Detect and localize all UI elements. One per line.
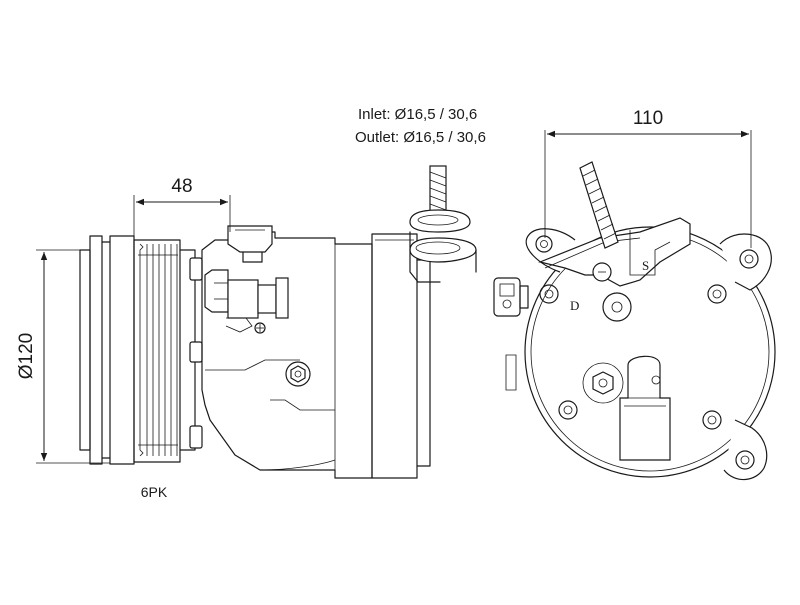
suction-port-letter: S: [642, 258, 649, 273]
rear-view: D S: [493, 108, 776, 481]
mount-ear-top-right: [719, 233, 772, 291]
face-bolt-holes: [539, 284, 727, 430]
dim-110-label: 110: [633, 108, 663, 129]
side-view: 48 Ø120 6PK: [16, 165, 477, 500]
hex-fitting: [285, 361, 311, 387]
compressor-housing: [201, 231, 373, 479]
electrical-connector: [204, 269, 289, 334]
port-bracket: [538, 217, 691, 287]
rear-cover: [371, 233, 431, 479]
port-spec: Inlet: Ø16,5 / 30,6 Outlet: Ø16,5 / 30,6: [355, 106, 486, 146]
port-circle: [602, 292, 632, 322]
housing-details: [205, 244, 336, 471]
discharge-port-letter: D: [570, 298, 579, 313]
belt-type-label: 6PK: [141, 484, 168, 500]
clutch-plate: [79, 235, 111, 465]
center-hex-nut: [582, 362, 624, 404]
dim-pulley-width: 48: [133, 176, 231, 236]
dim-120-label: Ø120: [16, 333, 37, 379]
front-bolts: [189, 257, 203, 449]
dim-pulley-diameter: Ø120: [16, 249, 110, 464]
mount-ear-bottom-right: [723, 419, 768, 481]
rear-housing-circle: [524, 226, 776, 478]
inlet-spec: Inlet: Ø16,5 / 30,6: [358, 106, 477, 123]
pulley-grooves: [138, 243, 178, 457]
pressure-switch: [227, 225, 273, 263]
service-port-side: [409, 165, 477, 283]
pulley: [109, 235, 181, 465]
relief-valve: [619, 355, 671, 461]
threaded-stud: [579, 161, 619, 249]
dim-48-label: 48: [171, 176, 192, 197]
dim-mount-width: 110: [544, 108, 752, 248]
rear-connector: [493, 277, 529, 391]
outlet-spec: Outlet: Ø16,5 / 30,6: [355, 129, 486, 146]
